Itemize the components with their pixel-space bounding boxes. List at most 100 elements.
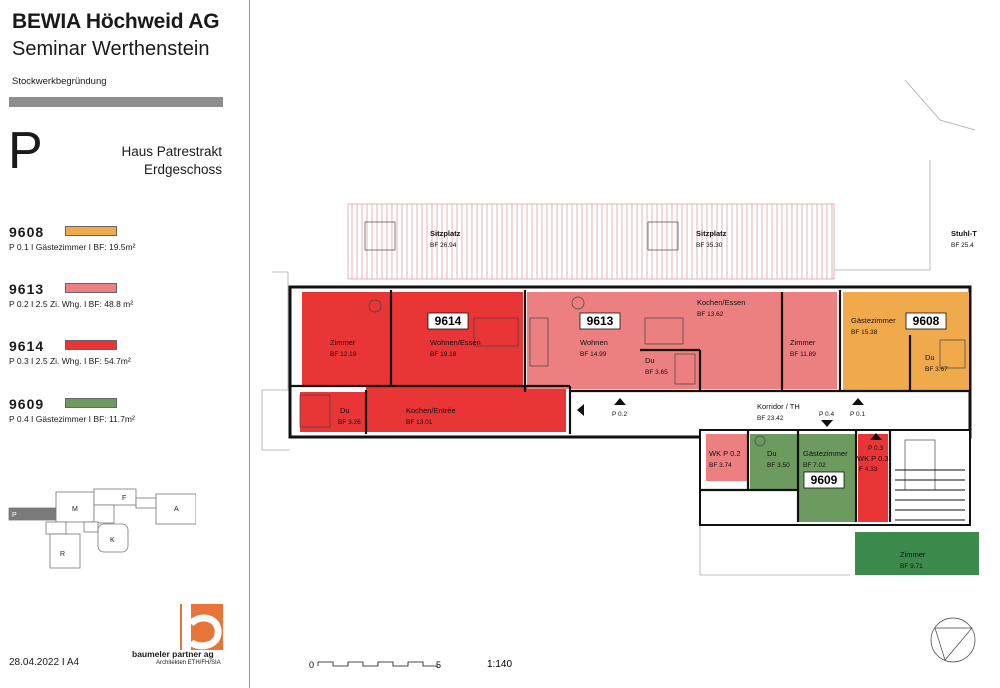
legend-number: 9609 — [9, 396, 45, 412]
baumeler-logo — [180, 604, 223, 650]
unit-label-box — [427, 312, 469, 330]
site-plan-key: P M F A R K — [8, 488, 196, 569]
room-name: Du — [925, 353, 935, 362]
entrance-marker: P 0.4 — [819, 411, 834, 418]
site-label-f: F — [122, 495, 126, 502]
site-building-annex — [45, 521, 67, 535]
unit-9613 — [527, 292, 837, 389]
table-icon — [364, 221, 396, 251]
room-area: BF 35.30 — [696, 242, 723, 249]
rooms-9608 — [843, 292, 969, 390]
room-area: BF 9.71 — [900, 563, 923, 570]
title-panel: BEWIA Höchweid AG Seminar Werthenstein S… — [0, 0, 250, 688]
room-name: Du — [767, 449, 777, 458]
terrace-area — [347, 203, 835, 280]
room-area: BF 3.26 — [338, 419, 361, 426]
legend-description: P 0.4 I Gästezimmer I BF: 11.7m² — [9, 414, 135, 424]
room-name: Sitzplatz — [696, 229, 727, 238]
site-link — [135, 497, 157, 509]
room-area: BF 3.65 — [645, 369, 668, 376]
room-name: Du — [340, 406, 350, 415]
room-name: Du — [645, 356, 655, 365]
legend-swatch — [65, 340, 117, 350]
room-area: BF 3.74 — [709, 462, 732, 469]
room-du-9614 — [300, 392, 366, 432]
floor-plan: 9614 9613 9608 9609 Sitzplatz BF 26.94 S… — [251, 0, 1000, 688]
room-area: BF 19.18 — [430, 351, 457, 358]
room-du-9609 — [750, 434, 798, 489]
site-label-a: A — [174, 506, 179, 513]
sofa-icon — [529, 317, 549, 367]
unit-label-box — [803, 471, 845, 489]
room-zimmer-lower — [855, 532, 979, 575]
site-building-m — [55, 491, 95, 523]
room-area: BF 25.4 — [951, 242, 974, 249]
room-wk-p02 — [706, 434, 748, 481]
scale-ratio: 1:140 — [487, 659, 512, 670]
sofa-icon — [473, 317, 519, 347]
footer-date-format: 28.04.2022 I A4 — [9, 657, 80, 668]
room-name: WK P 0.2 — [709, 449, 741, 458]
house-name: Haus Patrestrakt — [121, 144, 222, 159]
logo-company-subtitle: Architekten ETH/FH/SIA — [156, 660, 221, 666]
site-building-f — [93, 488, 137, 506]
room-name: Wohnen — [580, 338, 608, 347]
site-label-k: K — [110, 537, 115, 544]
room-name: Stuhl-T — [951, 229, 977, 238]
unit-9608 — [843, 292, 969, 390]
legend-swatch — [65, 283, 117, 293]
entrance-marker: P 0.3 — [868, 445, 883, 452]
legend-swatch — [65, 226, 117, 236]
room-wk-p03 — [858, 434, 888, 522]
shower-icon — [674, 353, 696, 385]
dining-table-icon — [644, 317, 684, 345]
site-label-m: M — [72, 506, 78, 513]
plant-icon — [754, 435, 766, 447]
table-icon — [647, 221, 679, 251]
room-area: BF 11.89 — [790, 351, 816, 358]
legend-item-9608: 9608 P 0.1 I Gästezimmer I BF: 19.5m² — [9, 224, 239, 258]
legend-description: P 0.2 I 2.5 Zi. Whg. I BF: 48.8 m² — [9, 299, 134, 309]
plant-icon — [571, 296, 585, 310]
logo-company-name: baumeler partner ag — [132, 649, 214, 659]
shower-icon — [299, 394, 331, 428]
room-name: Sitzplatz — [430, 229, 461, 238]
room-name: Korridor / TH — [757, 402, 800, 411]
unit-label-box — [905, 312, 947, 330]
unit-label-box — [579, 312, 621, 330]
room-area: BF 13.01 — [406, 419, 433, 426]
unit-label-9608: 9608 — [905, 312, 947, 330]
legend-item-9614: 9614 P 0.3 I 2.5 Zi. Whg. I BF: 54.7m² — [9, 338, 239, 372]
room-area: BF 15.38 — [851, 329, 878, 336]
outer-outline-left — [261, 271, 290, 451]
room-name: Gästezimmer — [851, 316, 896, 325]
legend-item-9613: 9613 P 0.2 I 2.5 Zi. Whg. I BF: 48.8 m² — [9, 281, 239, 315]
legend-number: 9613 — [9, 281, 45, 297]
entrance-marker: P 0.2 — [612, 411, 627, 418]
room-name: Kochen/Entrée — [406, 406, 456, 415]
room-wohnen-9614 — [391, 292, 523, 385]
legend-number: 9608 — [9, 224, 45, 240]
site-label-p: P — [12, 512, 17, 519]
site-building-f2 — [93, 504, 115, 524]
entrance-arrow-icon — [614, 398, 626, 405]
scale-end: 5 — [436, 660, 441, 670]
unit-label-text: 9609 — [811, 473, 838, 487]
legend-description: P 0.3 I 2.5 Zi. Whg. I BF: 54.7m² — [9, 356, 131, 366]
floor-level: Erdgeschoss — [143, 162, 222, 177]
outer-outline-right — [834, 160, 931, 271]
outline-diagonal — [904, 79, 976, 131]
staircase — [895, 469, 965, 521]
rooms-9613 — [527, 292, 837, 389]
unit-9614 — [300, 292, 566, 432]
floor-plan-drawing: 9614 9613 9608 9609 Sitzplatz BF 26.94 S… — [261, 79, 979, 670]
entrance-arrow-icon — [577, 404, 584, 416]
north-arrow-pointer-icon — [934, 627, 973, 661]
room-area: BF 26.94 — [430, 242, 457, 249]
unit-label-9613: 9613 — [579, 312, 621, 330]
site-building-r — [49, 533, 81, 569]
room-area: BF 3.50 — [767, 462, 790, 469]
room-kochen-9614 — [366, 385, 566, 432]
document-subtitle: Stockwerkbegründung — [12, 76, 107, 87]
scale-bar-ticks — [317, 661, 438, 667]
